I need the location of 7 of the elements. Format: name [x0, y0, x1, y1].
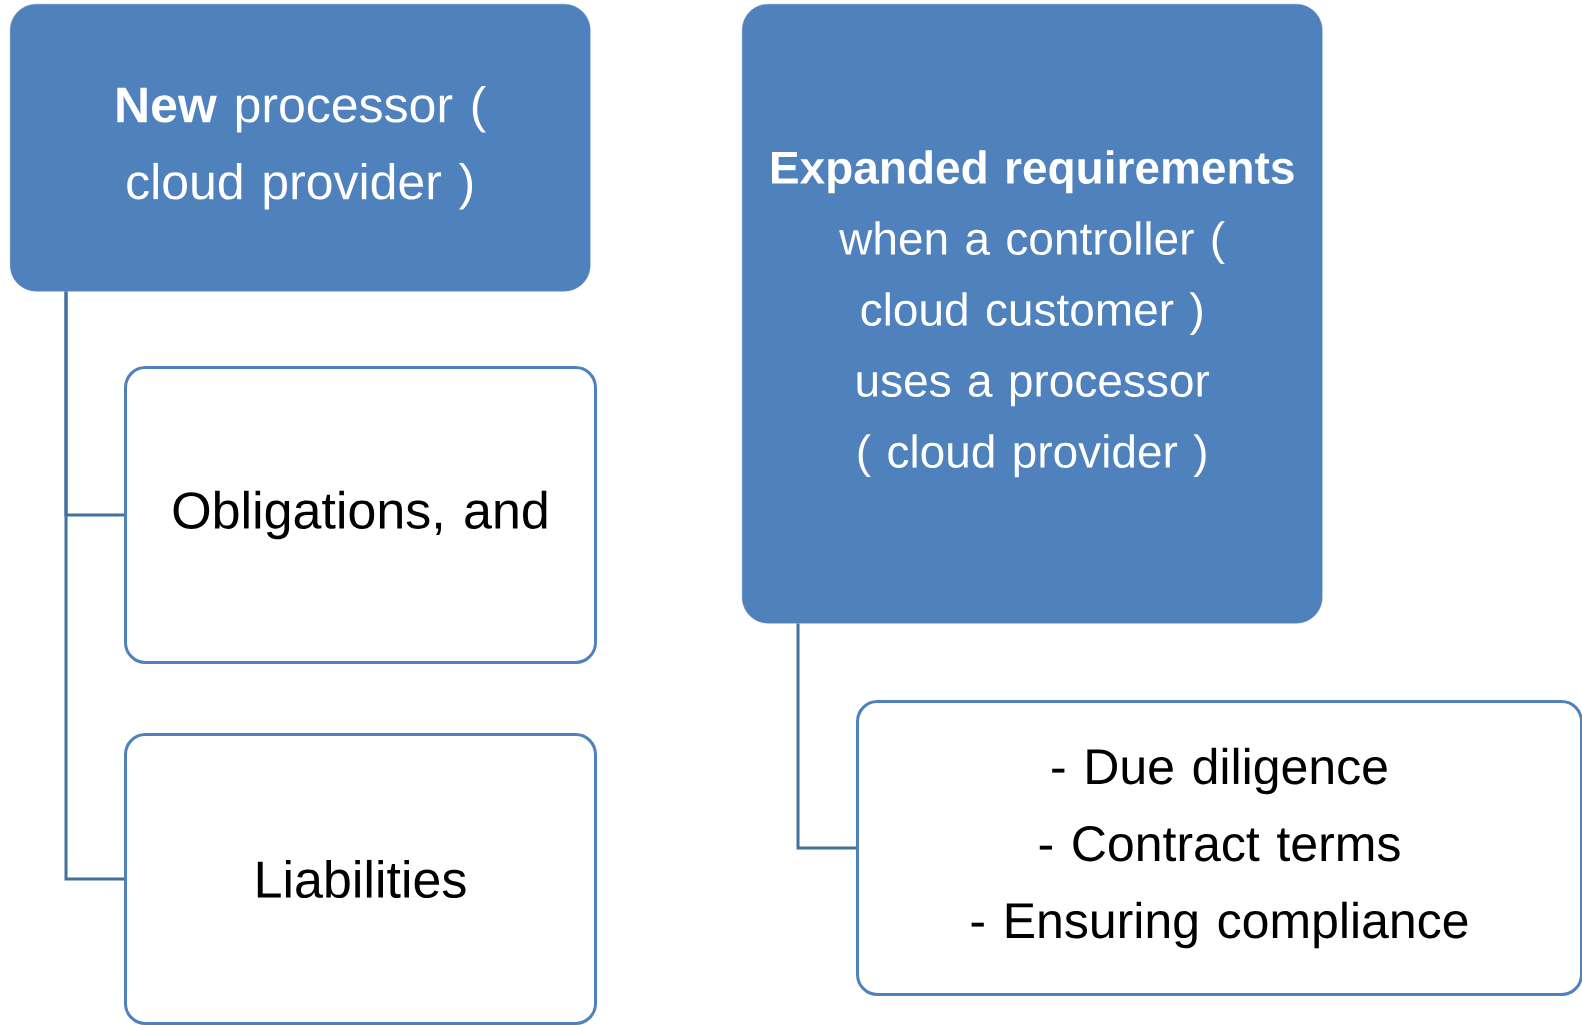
connector-line [796, 623, 856, 850]
heading-box: Expanded requirements when a controller ( cloud customer ) uses a processor ( cloud provider ) [742, 4, 1323, 624]
connector-line [64, 291, 124, 881]
text-box: Liabilities [124, 733, 597, 1025]
text-box: Obligations, and [124, 366, 597, 664]
heading-box: New processor ( cloud provider ) [10, 4, 591, 292]
text-box: - Due diligence - Contract terms - Ensuring compliance [856, 700, 1582, 996]
